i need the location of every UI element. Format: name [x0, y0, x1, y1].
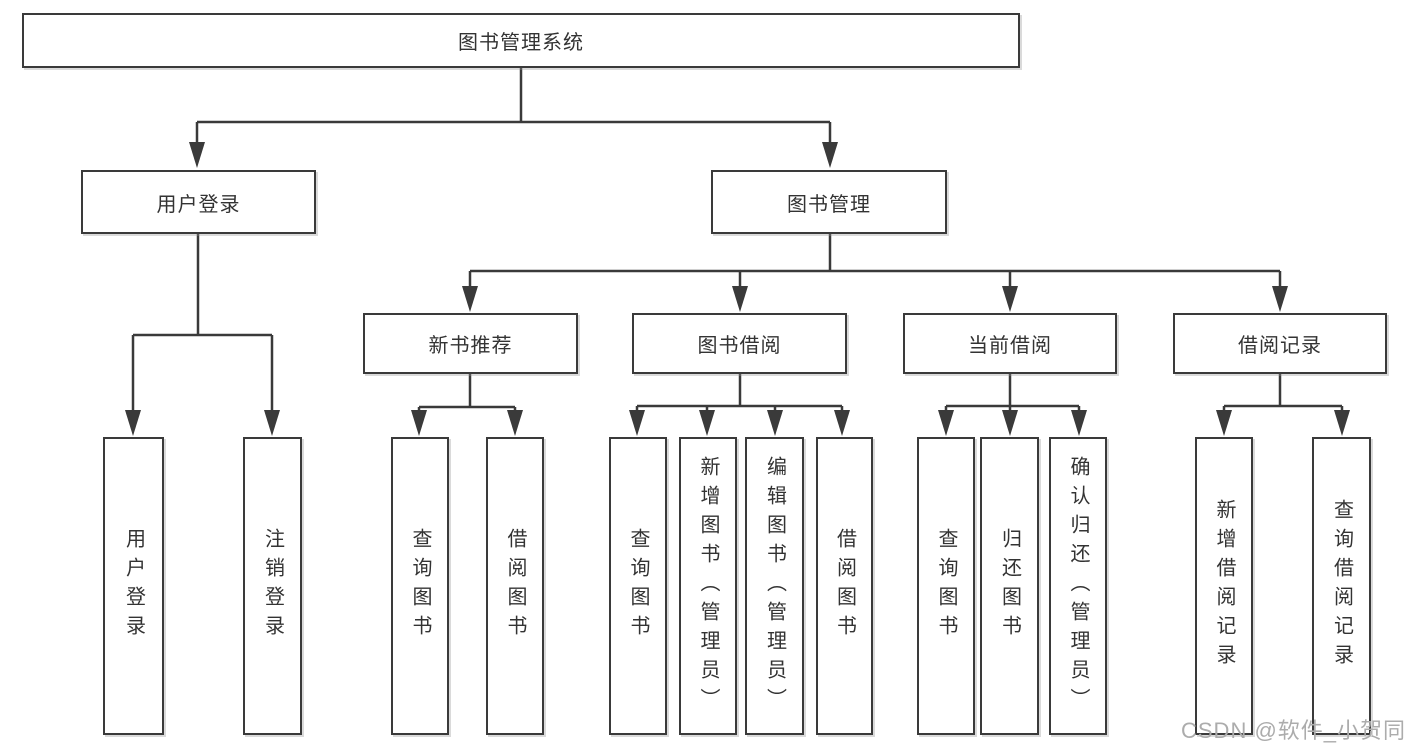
- node-user-login: 用户登录: [81, 170, 316, 234]
- csdn-watermark: CSDN @软件_小贺同学: [1181, 718, 1405, 743]
- leaf-user-login: 用户登录: [103, 437, 164, 735]
- leaf-confirm-return-admin: 确认归还（管理员）: [1049, 437, 1107, 735]
- leaf-logout: 注销登录: [243, 437, 302, 735]
- leaf-add-books-admin: 新增图书（管理员）: [679, 437, 737, 735]
- node-library-system: 图书管理系统: [22, 13, 1020, 68]
- leaf-query-books-recommend: 查询图书: [391, 437, 449, 735]
- leaf-query-borrow-record: 查询借阅记录: [1312, 437, 1371, 735]
- arrowheads: [125, 142, 1350, 436]
- leaf-query-books-current: 查询图书: [917, 437, 975, 735]
- node-book-borrowing: 图书借阅: [632, 313, 847, 374]
- leaf-edit-books-admin: 编辑图书（管理员）: [745, 437, 804, 735]
- leaf-return-books: 归还图书: [980, 437, 1039, 735]
- leaf-query-books-borrow: 查询图书: [609, 437, 667, 735]
- leaf-borrow-books: 借阅图书: [816, 437, 873, 735]
- node-borrowing-records: 借阅记录: [1173, 313, 1387, 374]
- node-current-borrowing: 当前借阅: [903, 313, 1117, 374]
- leaf-add-borrow-record: 新增借阅记录: [1195, 437, 1253, 735]
- node-new-book-recommend: 新书推荐: [363, 313, 578, 374]
- leaf-borrow-books-recommend: 借阅图书: [486, 437, 544, 735]
- node-book-management: 图书管理: [711, 170, 947, 234]
